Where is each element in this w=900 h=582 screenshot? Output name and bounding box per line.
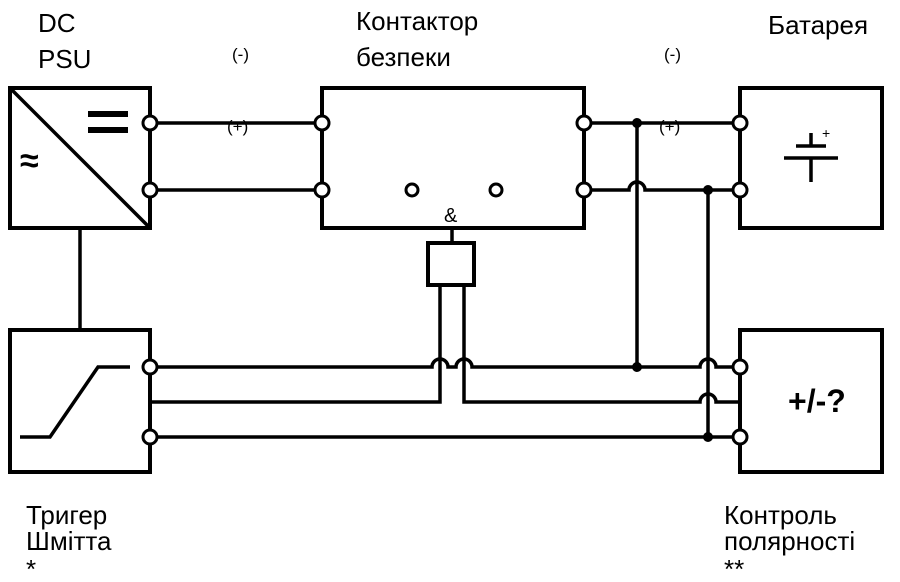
junction-plus-bottom: [632, 362, 642, 372]
terminals: [141, 114, 749, 446]
trigger-footnote: *: [26, 554, 36, 582]
polarity-plus-right: (+): [659, 117, 680, 136]
polarity-plus-left: (+): [227, 117, 248, 136]
contactor-terminal-out-top: [575, 114, 593, 132]
contactor-terminal-out-bottom: [575, 181, 593, 199]
battery-terminal-top: [731, 114, 749, 132]
psu-terminal-bottom: [141, 181, 159, 199]
psu-diagonal: [8, 86, 152, 230]
battery-title: Батарея: [768, 10, 868, 40]
battery-plus-sign: +: [822, 125, 830, 141]
trigger-title-line1: Тригер: [26, 500, 107, 530]
switch-contact-left: [404, 182, 420, 198]
junction-plus-top: [632, 118, 642, 128]
hysteresis-curve-icon: [20, 365, 130, 439]
ac-symbol-icon: ≈: [20, 142, 39, 180]
polarity-minus-right: (-): [664, 45, 681, 64]
trigger-block: [8, 328, 152, 474]
contactor-title-line2: безпеки: [356, 42, 451, 72]
polarity-title-line2: полярності: [724, 526, 855, 556]
polarity-minus-left: (-): [232, 45, 249, 64]
wire-trigger-out-top: [150, 357, 740, 369]
dc-symbol-icon: [88, 111, 128, 117]
battery-terminal-bottom: [731, 181, 749, 199]
contactor-block: [320, 86, 586, 230]
contactor-title-line1: Контактор: [356, 6, 478, 36]
trigger-title-line2: Шмітта: [26, 526, 112, 556]
polarity-box: [738, 328, 884, 474]
and-gate-label: &: [444, 205, 458, 227]
dc-symbol-icon-lower: [88, 127, 128, 133]
junction-minus-top: [703, 185, 713, 195]
contactor-terminal-in-top: [313, 114, 331, 132]
switch-contact-right: [488, 182, 504, 198]
wire-polarity-mid-to-coil: [462, 285, 740, 404]
trigger-terminal-top: [141, 358, 159, 376]
polarity-footnote: **: [724, 554, 744, 582]
trigger-box: [8, 328, 152, 474]
psu-title-line2: PSU: [38, 44, 91, 74]
polarity-block: [738, 328, 884, 474]
trigger-terminal-bottom: [141, 428, 159, 446]
polarity-terminal-bottom: [731, 428, 749, 446]
psu-title-line1: DC: [38, 8, 76, 38]
psu-terminal-top: [141, 114, 159, 132]
wire-contactor-bottom-to-battery: [584, 180, 740, 192]
wire-trigger-mid-to-coil: [150, 285, 442, 404]
psu-block: ≈: [8, 86, 152, 230]
contactor-box: [320, 86, 586, 230]
polarity-title-line1: Контроль: [724, 500, 837, 530]
contactor-terminal-in-bottom: [313, 181, 331, 199]
junction-minus-bottom: [703, 432, 713, 442]
relay-coil: [426, 241, 476, 287]
polarity-symbol: +/-?: [788, 383, 846, 419]
polarity-terminal-top: [731, 358, 749, 376]
battery-block: [738, 86, 884, 230]
